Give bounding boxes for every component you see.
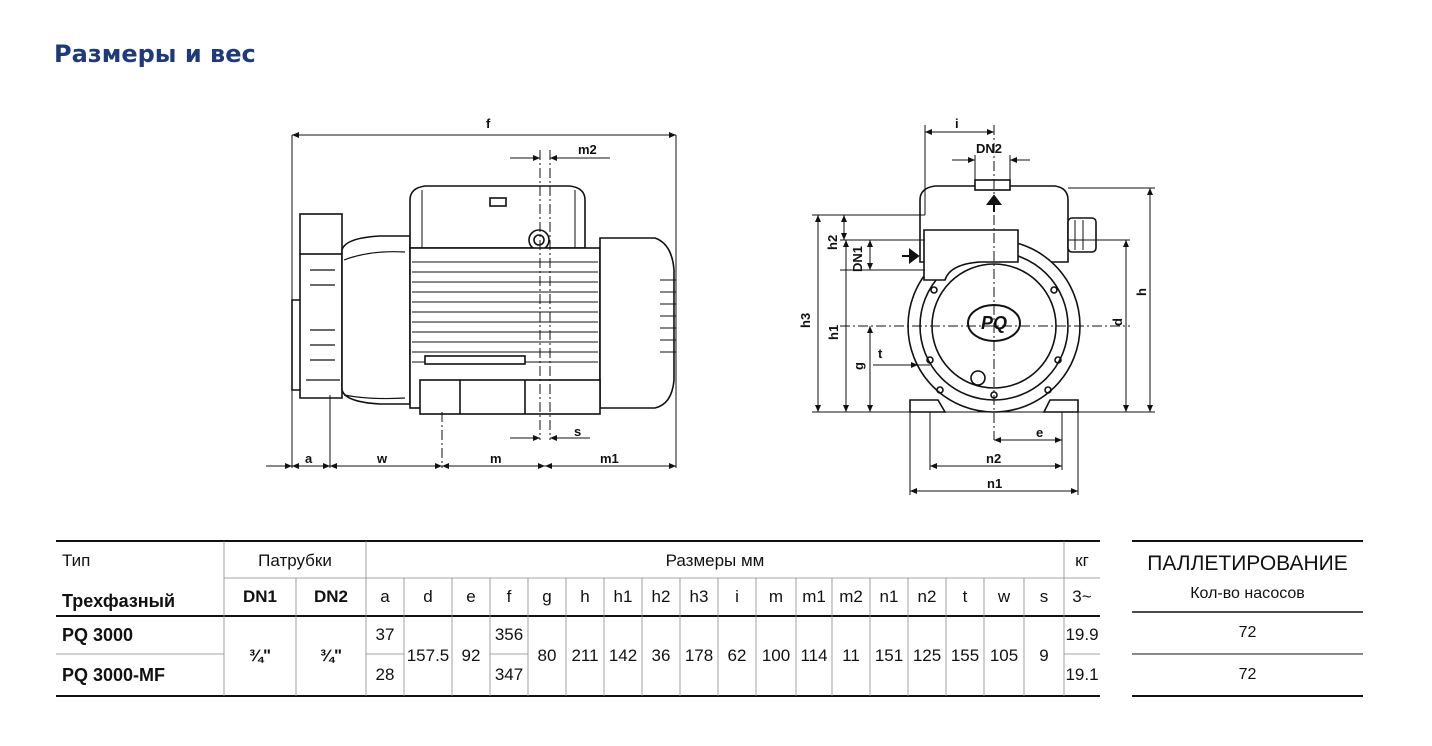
dim-header-d: d xyxy=(423,587,433,606)
dim-value-d: 157.5 xyxy=(406,646,450,665)
pallet-qty-1: 72 xyxy=(1238,624,1257,641)
dim-value-h: 211 xyxy=(571,646,599,665)
sub-dn2-header: DN2 xyxy=(313,587,348,606)
dim-value-n2: 125 xyxy=(912,646,942,665)
dim-header-e: e xyxy=(466,587,476,606)
dim-h2-label: h2 xyxy=(825,235,840,250)
dim-a-label: a xyxy=(305,451,313,466)
dim-value-h3: 178 xyxy=(684,646,714,665)
dim-value-e: 92 xyxy=(461,646,481,665)
dn2-value: ¾" xyxy=(319,646,343,665)
dim-value-m2: 11 xyxy=(842,646,860,665)
dim-header-s: s xyxy=(1039,587,1049,606)
dim-n2-label: n2 xyxy=(986,451,1001,466)
dim-header-m: m xyxy=(768,587,784,606)
weight-value-2: 19.1 xyxy=(1065,665,1099,684)
col-weight-header: кг xyxy=(1075,551,1089,570)
weight-value-1: 19.9 xyxy=(1065,625,1099,644)
f-value-2: 347 xyxy=(494,665,524,684)
dim-dn2-label: DN2 xyxy=(976,141,1002,156)
col-dims-header: Размеры мм xyxy=(665,551,765,570)
dim-header-n2: n2 xyxy=(917,587,937,606)
dim-value-n1: 151 xyxy=(874,646,904,665)
dim-h-label: h xyxy=(1134,288,1149,296)
pallet-title: ПАЛЛЕТИРОВАНИЕ xyxy=(1147,552,1348,575)
dim-d-label: d xyxy=(1110,318,1125,326)
model-pq3000-mf: PQ 3000-MF xyxy=(62,664,166,685)
dim-dn1-label: DN1 xyxy=(850,246,865,272)
f-value-1: 356 xyxy=(494,625,524,644)
dim-value-g: 80 xyxy=(537,646,557,665)
dim-header-t: t xyxy=(962,587,968,606)
dim-value-m: 100 xyxy=(761,646,791,665)
dim-t-label: t xyxy=(878,346,883,361)
dim-header-a: a xyxy=(380,587,390,606)
dim-header-m1: m1 xyxy=(802,587,826,606)
dim-header-w: w xyxy=(997,587,1011,606)
dim-value-s: 9 xyxy=(1039,646,1049,665)
dim-f-label: f xyxy=(486,116,491,131)
sub-dn1-header: DN1 xyxy=(242,587,277,606)
model-pq3000: PQ 3000 xyxy=(62,624,134,645)
dim-header-n1: n1 xyxy=(879,587,899,606)
inlet-arrow-icon xyxy=(902,248,920,264)
a-value-2: 28 xyxy=(375,665,395,684)
dim-header-h1: h1 xyxy=(613,587,633,606)
pallet-subtitle: Кол-во насосов xyxy=(1190,585,1305,602)
dim-h1-label: h1 xyxy=(826,325,841,340)
dim-m1-label: m1 xyxy=(600,451,619,466)
table-grid xyxy=(56,540,1363,697)
dim-value-h1: 142 xyxy=(608,646,638,665)
dn1-value: ¾" xyxy=(248,646,272,665)
dim-value-m1: 114 xyxy=(800,646,828,665)
dim-value-t: 155 xyxy=(950,646,980,665)
front-view-drawing xyxy=(907,179,1097,413)
dim-header-h: h xyxy=(580,587,590,606)
dim-header-m2: m2 xyxy=(839,587,863,606)
dim-w-label: w xyxy=(376,451,388,466)
dim-n1-label: n1 xyxy=(987,476,1002,491)
dim-value-h2: 36 xyxy=(651,646,671,665)
col-type-header: Тип xyxy=(62,551,91,570)
dim-header-i: i xyxy=(735,587,739,606)
dim-e-label: e xyxy=(1036,425,1043,440)
dim-header-g: g xyxy=(542,587,552,606)
dim-header-f: f xyxy=(506,587,512,606)
dim-h3-label: h3 xyxy=(798,313,813,328)
sub-type-header: Трехфазный xyxy=(62,590,176,611)
dim-value-w: 105 xyxy=(989,646,1019,665)
col-ports-header: Патрубки xyxy=(258,551,332,570)
dim-m-label: m xyxy=(490,451,502,466)
side-view-drawing xyxy=(291,185,676,415)
palletizing-table: ПАЛЛЕТИРОВАНИЕ Кол-во насосов 72 72 xyxy=(1132,540,1363,696)
dim-s-label: s xyxy=(574,424,581,439)
a-value-1: 37 xyxy=(375,625,395,644)
dim-g-label: g xyxy=(851,362,866,370)
dim-i-label: i xyxy=(955,116,959,131)
dimensions-table: Тип Патрубки Размеры мм кг Трехфазный DN… xyxy=(56,540,1100,696)
sub-weight-header: 3~ xyxy=(1072,587,1092,606)
dim-value-i: 62 xyxy=(727,646,747,665)
dim-header-h2: h2 xyxy=(651,587,671,606)
pallet-qty-2: 72 xyxy=(1238,666,1257,683)
dim-m2-label: m2 xyxy=(578,142,597,157)
page-title: Размеры и вес xyxy=(54,40,256,68)
dim-header-h3: h3 xyxy=(689,587,709,606)
